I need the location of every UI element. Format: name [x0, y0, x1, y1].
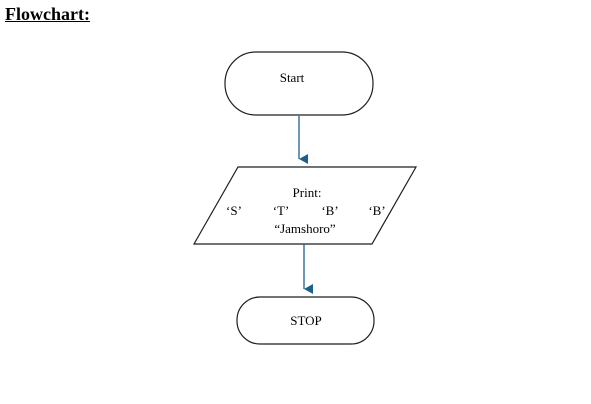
- start-shape: [224, 51, 374, 116]
- print-footer: “Jamshoro”: [274, 221, 336, 236]
- print-node: Print: ‘S’ ‘T’ ‘B’ ‘B’ “Jamshoro”: [192, 166, 418, 245]
- print-item-b-2: ‘B’: [368, 203, 385, 218]
- start-node: Start: [224, 51, 374, 116]
- print-item-t: ‘T’: [273, 203, 290, 218]
- print-item-s: ‘S’: [226, 203, 242, 218]
- start-label: Start: [280, 70, 305, 85]
- stop-shape: [236, 296, 375, 345]
- print-shape: [192, 166, 418, 245]
- page-title: Flowchart:: [5, 4, 90, 24]
- print-item-b-1: ‘B’: [321, 203, 338, 218]
- stop-node: STOP: [236, 296, 375, 345]
- stop-label: STOP: [290, 313, 322, 328]
- print-heading: Print:: [293, 185, 322, 200]
